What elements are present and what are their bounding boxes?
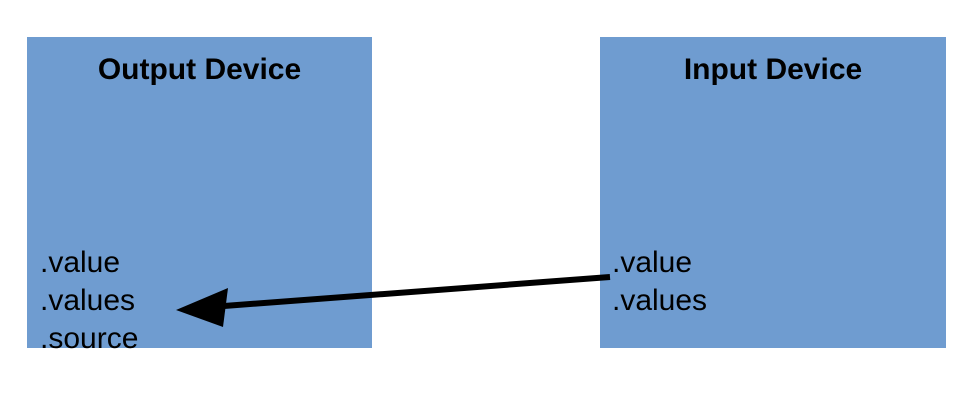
input-device-property-value: .value bbox=[612, 246, 693, 279]
output-device-property-value: .value bbox=[40, 246, 121, 279]
output-device-title: Output Device bbox=[97, 53, 302, 86]
input-device-property-values: .values bbox=[612, 284, 708, 317]
input-device-property-list: .value .values bbox=[612, 244, 707, 320]
input-device-box[interactable]: Input Device .value .values bbox=[600, 37, 946, 348]
output-device-box[interactable]: Output Device .value .values .source bbox=[27, 37, 372, 355]
output-device-property-values: .values bbox=[40, 284, 136, 317]
output-device-property-list: .value .values .source bbox=[40, 244, 138, 358]
input-device-title: Input Device bbox=[683, 53, 863, 86]
output-device-property-source: .source bbox=[40, 322, 139, 355]
